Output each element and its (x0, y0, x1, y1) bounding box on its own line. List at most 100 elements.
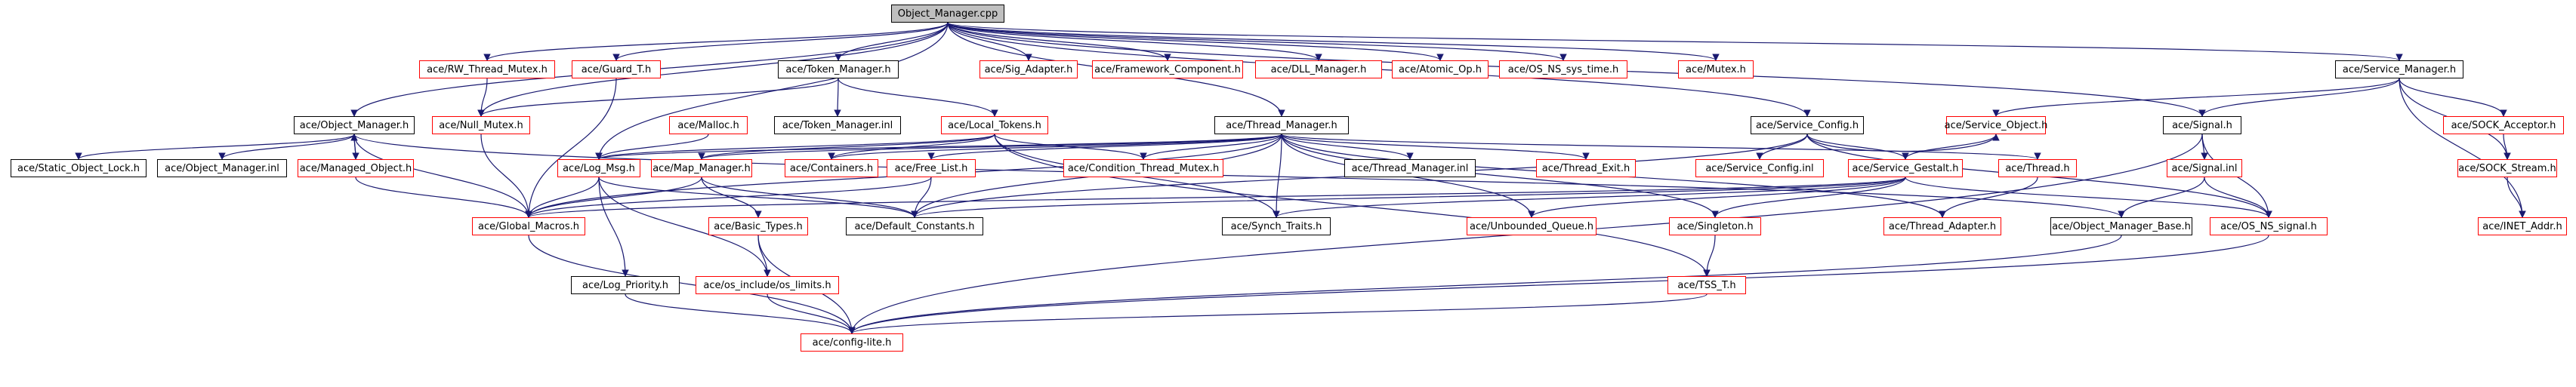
node-os-ns-sys-time[interactable]: ace/OS_NS_sys_time.h (1499, 60, 1627, 78)
node-label: ace/Free_List.h (894, 162, 968, 174)
edge-local-tokens-to-log-msg (595, 134, 995, 160)
edge-guard-t-to-global-macros (525, 78, 617, 218)
node-label: ace/Thread_Adapter.h (1888, 220, 1997, 232)
node-guard-t[interactable]: ace/Guard_T.h (572, 60, 661, 78)
node-label: ace/Thread_Manager.inl (1351, 162, 1469, 174)
node-log-priority[interactable]: ace/Log_Priority.h (571, 276, 680, 294)
node-label: ace/Managed_Object.h (299, 162, 412, 174)
edge-map-manager-to-global-macros (525, 177, 702, 218)
node-service-config-inl[interactable]: ace/Service_Config.inl (1695, 159, 1824, 177)
edge-tss-t-to-config-lite (848, 293, 1708, 334)
node-label: ace/Thread.h (2005, 162, 2070, 174)
node-service-object[interactable]: ace/Service_Object.h (1945, 116, 2047, 134)
node-atomic-op[interactable]: ace/Atomic_Op.h (1392, 60, 1489, 78)
node-object-manager-inl[interactable]: ace/Object_Manager.inl (157, 159, 287, 177)
node-tss-t[interactable]: ace/TSS_T.h (1667, 276, 1746, 294)
node-label: ace/Log_Msg.h (563, 162, 635, 174)
node-os-ns-signal[interactable]: ace/OS_NS_signal.h (2210, 217, 2328, 235)
node-label: ace/OS_NS_signal.h (2220, 220, 2317, 232)
node-label: ace/config-lite.h (812, 336, 892, 349)
edge-object-manager-cpp-to-null-mutex (477, 22, 949, 117)
node-label: ace/Mutex.h (1686, 63, 1746, 75)
node-service-config[interactable]: ace/Service_Config.h (1751, 116, 1864, 134)
node-thread-manager[interactable]: ace/Thread_Manager.h (1214, 116, 1349, 134)
edge-service-config-to-service-gestalt (1806, 134, 1909, 160)
node-log-msg[interactable]: ace/Log_Msg.h (557, 159, 640, 177)
node-default-constants[interactable]: ace/Default_Constants.h (846, 217, 983, 235)
node-null-mutex[interactable]: ace/Null_Mutex.h (432, 116, 530, 134)
edge-object-manager-cpp-to-rw-thread-mutex (483, 22, 949, 61)
node-singleton[interactable]: ace/Singleton.h (1669, 217, 1761, 235)
node-token-manager-inl[interactable]: ace/Token_Manager.inl (774, 116, 901, 134)
node-thread-exit[interactable]: ace/Thread_Exit.h (1536, 159, 1636, 177)
edge-malloc-to-log-msg (595, 134, 709, 160)
node-static-object-lock[interactable]: ace/Static_Object_Lock.h (11, 159, 147, 177)
node-global-macros[interactable]: ace/Global_Macros.h (472, 217, 585, 235)
node-thread-adapter[interactable]: ace/Thread_Adapter.h (1883, 217, 2001, 235)
node-signal-h[interactable]: ace/Signal.h (2163, 116, 2241, 134)
edge-service-config-to-service-config-inl (1756, 134, 1808, 160)
node-config-lite[interactable]: ace/config-lite.h (801, 333, 903, 352)
edge-service-gestalt-to-default-constants (911, 177, 1906, 218)
node-mutex[interactable]: ace/Mutex.h (1678, 60, 1754, 78)
edge-thread-h-to-thread-adapter (1939, 177, 2038, 218)
node-os-limits[interactable]: ace/os_include/os_limits.h (696, 276, 839, 294)
edge-object-manager-cpp-to-dll-manager (947, 22, 1322, 61)
node-dll-manager[interactable]: ace/DLL_Manager.h (1255, 60, 1382, 78)
node-framework-component[interactable]: ace/Framework_Component.h (1092, 60, 1243, 78)
edge-object-manager-cpp-to-os-ns-sys-time (947, 22, 1567, 61)
node-sig-adapter[interactable]: ace/Sig_Adapter.h (979, 60, 1078, 78)
node-label: ace/Token_Manager.inl (782, 119, 893, 131)
edge-thread-manager-to-thread-h (1281, 134, 2041, 160)
edge-object-manager-h-to-object-manager-base (353, 134, 2125, 218)
node-service-manager[interactable]: ace/Service_Manager.h (2335, 60, 2463, 78)
node-label: ace/Atomic_Op.h (1399, 63, 1482, 75)
node-label: ace/Synch_Traits.h (1230, 220, 1322, 232)
node-malloc[interactable]: ace/Malloc.h (669, 116, 748, 134)
node-synch-traits[interactable]: ace/Synch_Traits.h (1222, 217, 1331, 235)
node-local-tokens[interactable]: ace/Local_Tokens.h (941, 116, 1048, 134)
node-rw-thread-mutex[interactable]: ace/RW_Thread_Mutex.h (419, 60, 555, 78)
node-label: ace/Service_Gestalt.h (1852, 162, 1959, 174)
edge-thread-manager-to-singleton (1281, 134, 1719, 218)
node-service-gestalt[interactable]: ace/Service_Gestalt.h (1848, 159, 1963, 177)
edge-object-manager-cpp-to-sig-adapter (947, 22, 1032, 61)
edge-object-manager-base-to-config-lite (848, 235, 2122, 334)
node-thread-h[interactable]: ace/Thread.h (1998, 159, 2077, 177)
edge-log-msg-to-os-limits (598, 177, 771, 277)
node-containers[interactable]: ace/Containers.h (785, 159, 878, 177)
node-label: ace/Malloc.h (677, 119, 739, 131)
node-thread-manager-inl[interactable]: ace/Thread_Manager.inl (1344, 159, 1476, 177)
node-label: ace/Framework_Component.h (1094, 63, 1241, 75)
node-map-manager[interactable]: ace/Map_Manager.h (651, 159, 752, 177)
node-condition-thread-mutex[interactable]: ace/Condition_Thread_Mutex.h (1063, 159, 1223, 177)
node-object-manager-cpp[interactable]: Object_Manager.cpp (891, 5, 1004, 23)
edge-object-manager-cpp-to-log-msg (595, 22, 949, 160)
edge-os-limits-to-config-lite (767, 293, 856, 334)
edge-singleton-to-tss-t (1703, 235, 1716, 277)
edge-log-msg-to-log-priority (598, 177, 629, 277)
node-unbounded-queue[interactable]: ace/Unbounded_Queue.h (1467, 217, 1597, 235)
edge-service-manager-to-signal-h (2198, 78, 2400, 117)
node-object-manager-base[interactable]: ace/Object_Manager_Base.h (2050, 217, 2192, 235)
node-token-manager[interactable]: ace/Token_Manager.h (778, 60, 899, 78)
node-label: ace/Object_Manager_Base.h (2052, 220, 2191, 232)
edge-signal-inl-to-object-manager-base (2118, 177, 2205, 218)
node-label: ace/Unbounded_Queue.h (1470, 220, 1594, 232)
node-object-manager-h[interactable]: ace/Object_Manager.h (294, 116, 415, 134)
edge-local-tokens-to-tss-t (994, 134, 1711, 277)
node-label: ace/Guard_T.h (581, 63, 652, 75)
node-basic-types[interactable]: ace/Basic_Types.h (708, 217, 808, 235)
node-free-list[interactable]: ace/Free_List.h (887, 159, 976, 177)
edge-service-gestalt-to-global-macros (525, 177, 1906, 218)
edge-managed-object-to-global-macros (355, 177, 532, 218)
node-label: ace/Service_Config.h (1755, 119, 1859, 131)
node-label: ace/Service_Manager.h (2342, 63, 2457, 75)
node-sock-acceptor[interactable]: ace/SOCK_Acceptor.h (2443, 116, 2564, 134)
node-managed-object[interactable]: ace/Managed_Object.h (298, 159, 414, 177)
node-label: ace/Local_Tokens.h (948, 119, 1041, 131)
node-signal-inl[interactable]: ace/Signal.inl (2167, 159, 2242, 177)
node-inet-addr[interactable]: ace/INET_Addr.h (2478, 217, 2567, 235)
node-sock-stream[interactable]: ace/SOCK_Stream.h (2457, 159, 2557, 177)
